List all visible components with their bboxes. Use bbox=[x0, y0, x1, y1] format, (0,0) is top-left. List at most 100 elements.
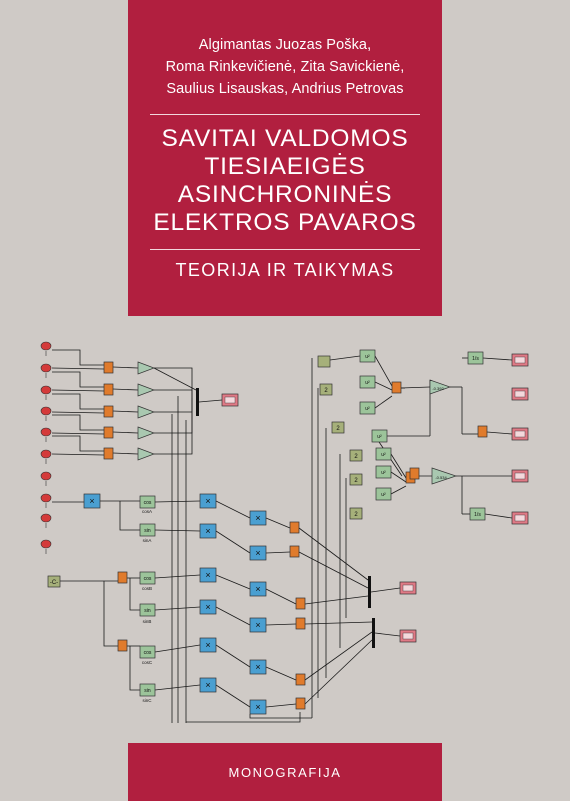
wire bbox=[215, 574, 251, 590]
source-block bbox=[40, 471, 52, 481]
function-label: cos bbox=[144, 500, 152, 506]
product-symbol: × bbox=[255, 513, 260, 523]
source-block bbox=[40, 341, 52, 351]
label-cosC: cosC bbox=[142, 660, 153, 665]
wire bbox=[374, 632, 401, 637]
wire bbox=[215, 606, 251, 626]
bus-selector bbox=[196, 388, 199, 416]
product-symbol: × bbox=[205, 602, 210, 612]
product-symbol: × bbox=[205, 680, 210, 690]
mux-block bbox=[117, 639, 128, 652]
wire bbox=[129, 646, 140, 691]
product-block bbox=[199, 523, 217, 539]
title-line-3: ASINCHRONINĖS bbox=[177, 181, 393, 208]
function-label: 1/s bbox=[472, 356, 479, 362]
wire bbox=[390, 471, 407, 483]
source-block bbox=[40, 493, 52, 503]
cos-block-a bbox=[139, 495, 156, 509]
constant-label: -C- bbox=[50, 580, 58, 586]
mux-block bbox=[103, 383, 114, 396]
function-label: u² bbox=[365, 380, 370, 386]
function-label: 1/s bbox=[474, 512, 481, 518]
gain-block bbox=[137, 383, 155, 397]
constant-label: 2 bbox=[354, 478, 358, 484]
wire bbox=[298, 551, 369, 589]
wire bbox=[154, 398, 193, 455]
wire bbox=[370, 587, 401, 593]
function-label: u² bbox=[381, 492, 386, 498]
mux-block bbox=[295, 673, 306, 686]
const-input bbox=[47, 575, 61, 588]
wire bbox=[103, 581, 118, 647]
gain-label-a: -0.392 bbox=[432, 386, 444, 391]
product-block bbox=[249, 545, 267, 561]
product-symbol: × bbox=[205, 570, 210, 580]
product-symbol: × bbox=[255, 584, 260, 594]
wire bbox=[198, 399, 223, 403]
source-block bbox=[40, 513, 52, 523]
product-block bbox=[249, 510, 267, 526]
const-2e bbox=[349, 507, 363, 520]
integrator-b bbox=[469, 507, 486, 521]
simulink-block-diagram: ×coscosAsinsinA-C-coscosBsinsinBcoscosCs… bbox=[40, 341, 529, 723]
title-divider-top bbox=[150, 114, 420, 115]
func-u2-e bbox=[375, 447, 392, 461]
const-2a bbox=[319, 383, 333, 396]
source-block bbox=[40, 539, 52, 549]
wire bbox=[153, 367, 197, 391]
const-top-1 bbox=[317, 355, 331, 368]
product-block bbox=[249, 659, 267, 675]
product-block bbox=[199, 567, 217, 583]
wire bbox=[265, 551, 291, 554]
wire bbox=[482, 357, 513, 361]
label-cosB: cosB bbox=[142, 586, 152, 591]
gain-block bbox=[137, 447, 155, 461]
function-label: sin bbox=[144, 528, 151, 534]
product-block bbox=[199, 599, 217, 615]
product-block bbox=[199, 493, 217, 509]
product-block bbox=[249, 699, 267, 715]
product-symbol: × bbox=[255, 548, 260, 558]
gain-label-b: -0.534 bbox=[435, 475, 447, 480]
mux-block bbox=[391, 381, 402, 394]
function-label: cos bbox=[144, 650, 152, 656]
wire bbox=[390, 485, 407, 495]
mux-block bbox=[289, 545, 300, 558]
gain-block bbox=[137, 426, 155, 440]
mux-block bbox=[117, 571, 128, 584]
scope-screen bbox=[402, 584, 414, 592]
wire bbox=[51, 411, 105, 414]
wire bbox=[52, 393, 104, 410]
integrator-a bbox=[467, 351, 484, 365]
wire bbox=[265, 623, 297, 626]
function-label: cos bbox=[144, 576, 152, 582]
source-block bbox=[40, 427, 52, 437]
bottom-panel: MONOGRAFIJA bbox=[128, 743, 442, 801]
wire bbox=[112, 431, 139, 434]
wire bbox=[51, 453, 105, 456]
product-symbol: × bbox=[205, 496, 210, 506]
scope-screen bbox=[514, 472, 526, 480]
title-line-1: SAVITAI VALDOMOS bbox=[161, 125, 409, 152]
source-block bbox=[40, 385, 52, 395]
scope-screen bbox=[514, 430, 526, 438]
wire bbox=[215, 644, 251, 668]
label-sinB: sinB bbox=[143, 619, 152, 624]
wire bbox=[52, 414, 104, 431]
wire bbox=[215, 500, 251, 519]
func-u2-f bbox=[375, 465, 392, 479]
scope-screen bbox=[514, 356, 526, 364]
product-block bbox=[199, 677, 217, 693]
title-line-2: TIESIAEIGĖS bbox=[204, 153, 366, 180]
gain-block bbox=[137, 405, 155, 419]
gain-block bbox=[137, 361, 155, 375]
const-2c bbox=[349, 449, 363, 462]
wire bbox=[304, 621, 373, 625]
wire bbox=[484, 513, 513, 519]
product-symbol: × bbox=[205, 640, 210, 650]
constant-label: 2 bbox=[354, 512, 358, 518]
wire bbox=[265, 703, 297, 708]
wire bbox=[154, 644, 201, 653]
wire bbox=[51, 432, 105, 435]
mux-block bbox=[289, 521, 300, 534]
